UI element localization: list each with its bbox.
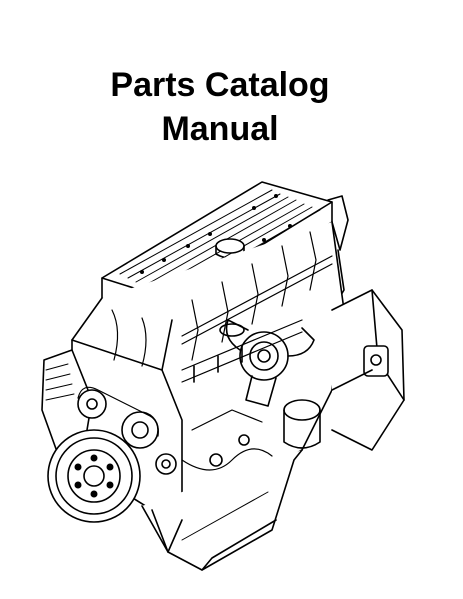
engine-illustration [32,160,442,590]
engine-icon [41,181,405,571]
cover-title-line-1: Parts Catalog [110,66,330,104]
cover-title-line-2: Manual [161,110,279,148]
